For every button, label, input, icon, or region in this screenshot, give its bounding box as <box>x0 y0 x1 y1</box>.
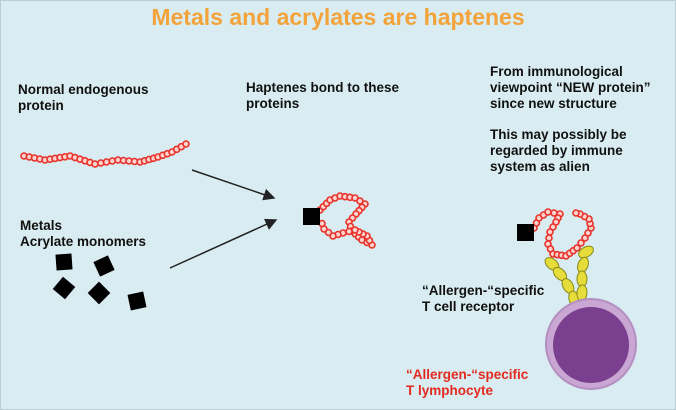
label-regarded-alien: This may possibly be regarded by immune … <box>490 127 627 174</box>
hapten-square <box>52 276 76 300</box>
protein-bead <box>577 239 585 247</box>
protein-bead <box>182 140 190 148</box>
protein-bead <box>546 228 554 236</box>
hapten-square <box>127 291 147 311</box>
hapten-bound-protein-chain <box>316 192 376 249</box>
slide-title: Metals and acrylates are haptenes <box>151 4 525 30</box>
protein-bead <box>102 158 111 166</box>
label-tcell-receptor: “Allergen-“specific T cell receptor <box>422 283 545 314</box>
protein-bead <box>545 234 553 242</box>
protein-bead <box>91 160 99 168</box>
protein-bead <box>572 209 580 217</box>
hapten-square <box>55 253 73 271</box>
label-t-lymphocyte: “Allergen-“specific T lymphocyte <box>406 367 529 398</box>
t-lymphocyte-cell <box>545 298 637 390</box>
bound-hapten-square <box>303 208 320 225</box>
label-normal-protein: Normal endogenous protein <box>18 82 149 113</box>
label-immunological-viewpoint: From immunological viewpoint “NEW protei… <box>490 64 651 111</box>
hapten-square <box>93 255 115 277</box>
arrow-metal-to-hapten <box>169 218 278 269</box>
normal-protein-chain <box>20 140 190 168</box>
label-metals-acrylates: Metals Acrylate monomers <box>20 218 147 249</box>
protein-bead <box>573 244 581 252</box>
label-haptens-bond: Haptenes bond to these proteins <box>246 80 400 111</box>
protein-bead <box>351 226 359 234</box>
protein-bead <box>345 227 353 236</box>
protein-bead <box>544 208 552 216</box>
hapten-square <box>87 281 111 305</box>
bound-hapten-square <box>517 224 534 241</box>
arrow-protein-to-hapten <box>191 169 276 201</box>
